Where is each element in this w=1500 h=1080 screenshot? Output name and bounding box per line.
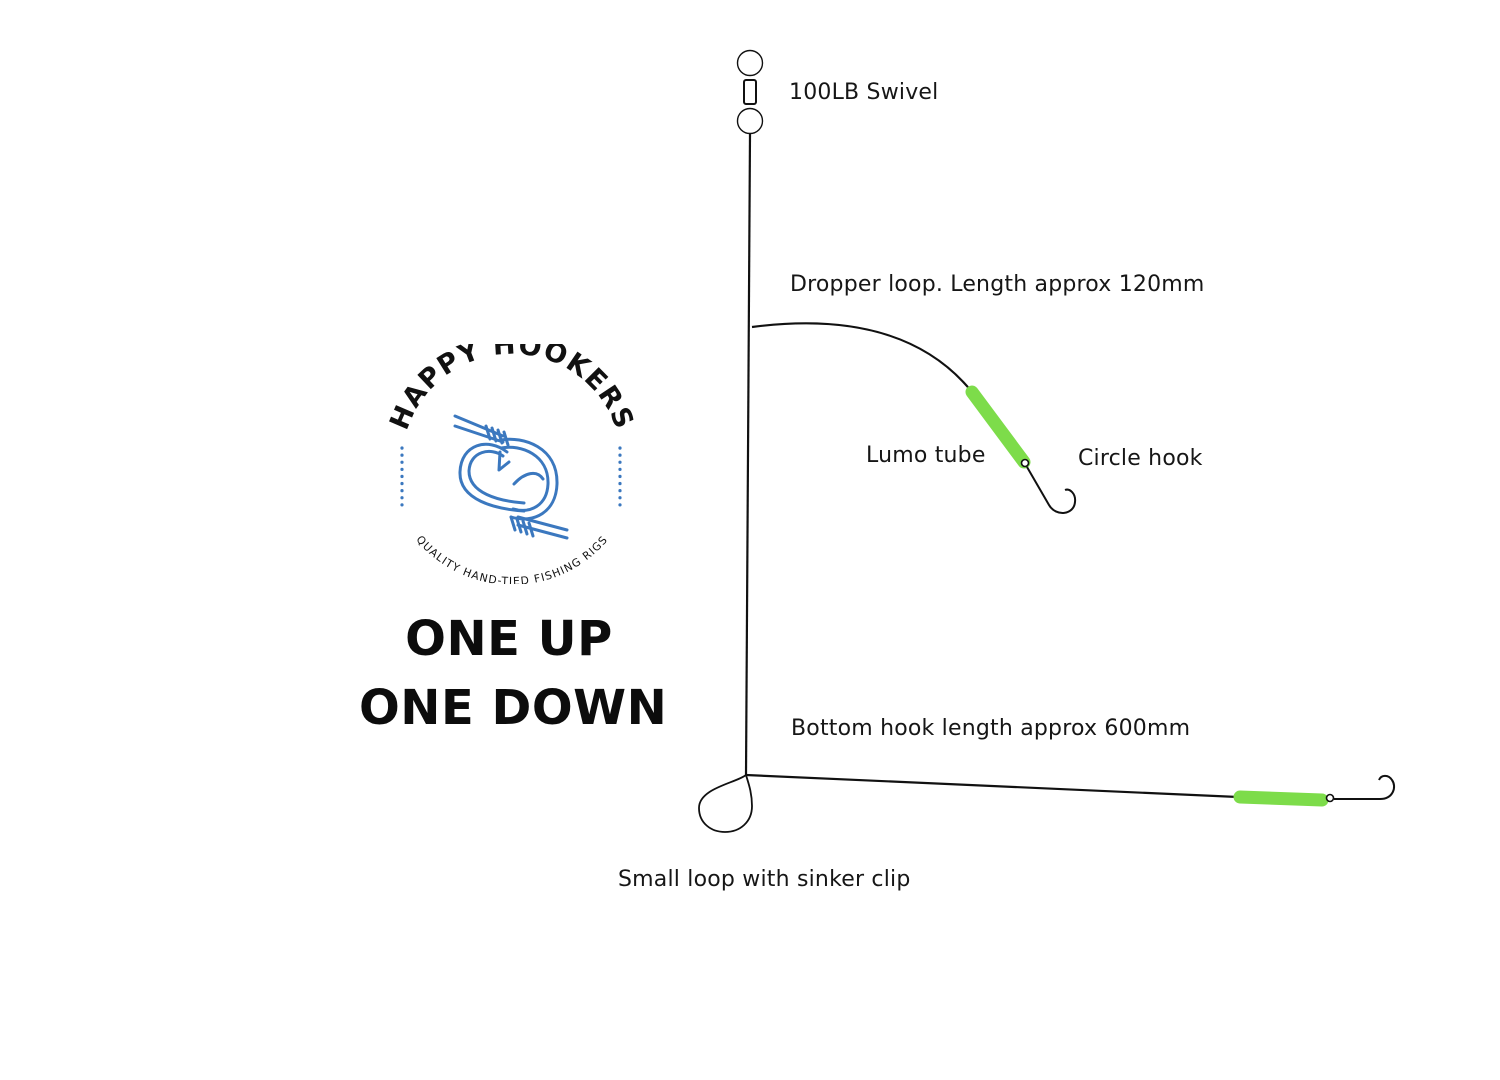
logo-tagline-text: QUALITY HAND-TIED FISHING RIGS <box>413 533 610 584</box>
main-line <box>744 133 752 776</box>
bottom-lumo-tube <box>1233 790 1329 807</box>
sinker-clip-label: Small loop with sinker clip <box>618 867 911 892</box>
logo-brand-text: HAPPY HOOKERS <box>384 344 640 434</box>
dropper-lumo-tube <box>965 385 1031 469</box>
dropper-loop-label: Dropper loop. Length approx 120mm <box>790 272 1205 297</box>
swivel-label: 100LB Swivel <box>789 80 939 105</box>
rig-title-line-1: ONE UP <box>405 611 613 667</box>
dropper-loop-line <box>751 322 973 393</box>
bottom-hook-icon <box>1325 774 1396 803</box>
happy-hookers-logo: HAPPY HOOKERS QUAL <box>383 344 641 584</box>
circle-hook-icon <box>1020 458 1077 514</box>
circle-hook-label: Circle hook <box>1078 446 1203 471</box>
logo-hook-icon <box>453 414 569 540</box>
bottom-hook-label: Bottom hook length approx 600mm <box>791 716 1191 741</box>
bottom-hook-line <box>745 773 1239 799</box>
swivel-icon <box>736 49 764 135</box>
sinker-loop <box>698 773 753 833</box>
lumo-tube-label: Lumo tube <box>866 443 986 468</box>
rig-title-line-2: ONE DOWN <box>359 680 668 736</box>
